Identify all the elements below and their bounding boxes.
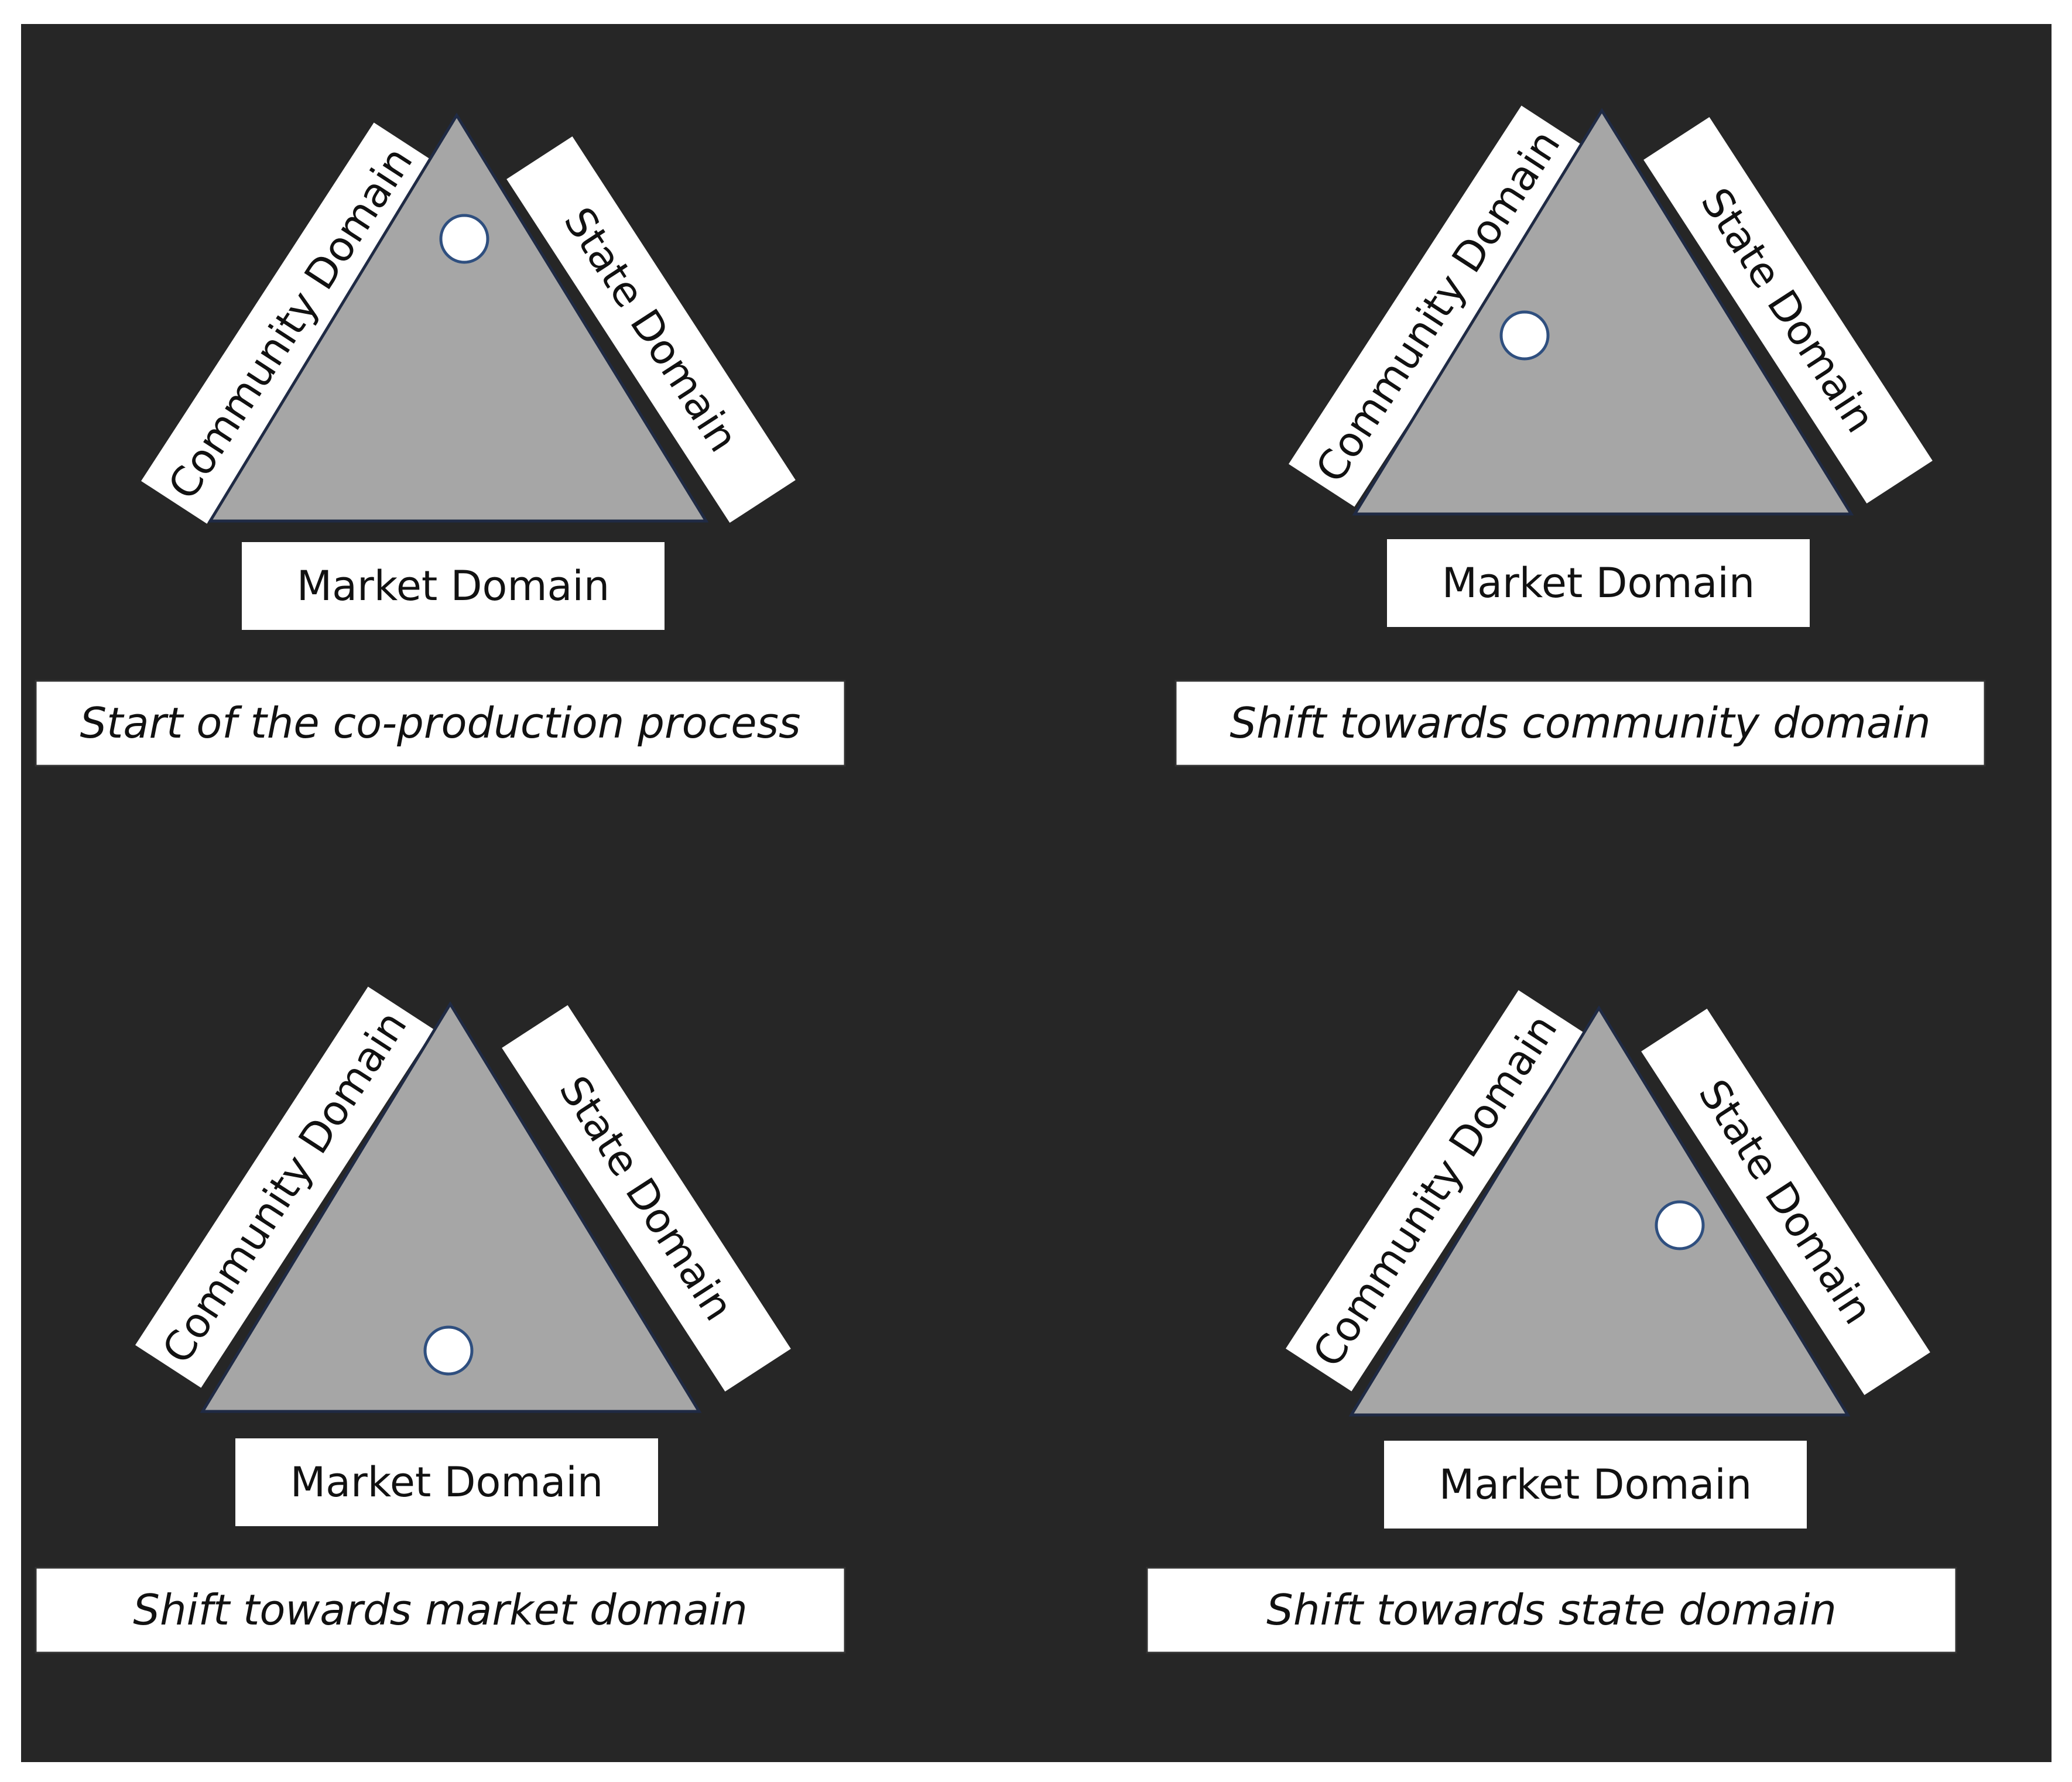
- position-marker: [1499, 310, 1550, 361]
- domain-triangle: [1352, 108, 1854, 516]
- market-domain-label: Market Domain: [1439, 1461, 1752, 1509]
- diagram-frame: Community Domain State Domain Market Dom…: [21, 24, 2052, 1762]
- diagram-canvas: Community Domain State Domain Market Dom…: [35, 105, 1986, 1654]
- position-marker: [439, 214, 489, 264]
- market-domain-label: Market Domain: [290, 1458, 604, 1506]
- domain-triangle: [200, 1001, 702, 1413]
- caption: Shift towards state domain: [1266, 1585, 1837, 1634]
- caption-box: Shift towards community domain: [1174, 680, 1986, 767]
- market-domain-label: Market Domain: [1442, 559, 1755, 607]
- market-domain-box: Market Domain: [1387, 539, 1810, 627]
- caption-box: Start of the co-production process: [35, 680, 846, 767]
- panel-market-shift: Community Domain State Domain Market Dom…: [35, 986, 846, 1654]
- panel-state-shift: Community Domain State Domain Market Dom…: [1146, 990, 1957, 1654]
- panel-start: Community Domain State Domain Market Dom…: [35, 112, 846, 767]
- market-domain-box: Market Domain: [242, 542, 665, 630]
- domain-triangle: [1348, 1005, 1851, 1417]
- position-marker: [1655, 1200, 1705, 1250]
- caption-box: Shift towards state domain: [1146, 1567, 1957, 1654]
- domain-triangle: [207, 112, 709, 523]
- market-domain-box: Market Domain: [235, 1438, 658, 1526]
- market-domain-box: Market Domain: [1384, 1441, 1807, 1529]
- caption: Shift towards community domain: [1229, 698, 1930, 748]
- caption: Start of the co-production process: [80, 698, 800, 748]
- market-domain-label: Market Domain: [297, 562, 610, 610]
- position-marker: [423, 1325, 474, 1376]
- caption: Shift towards market domain: [133, 1585, 747, 1634]
- panel-community-shift: Community Domain State Domain Market Dom…: [1174, 105, 1986, 767]
- caption-box: Shift towards market domain: [35, 1567, 846, 1654]
